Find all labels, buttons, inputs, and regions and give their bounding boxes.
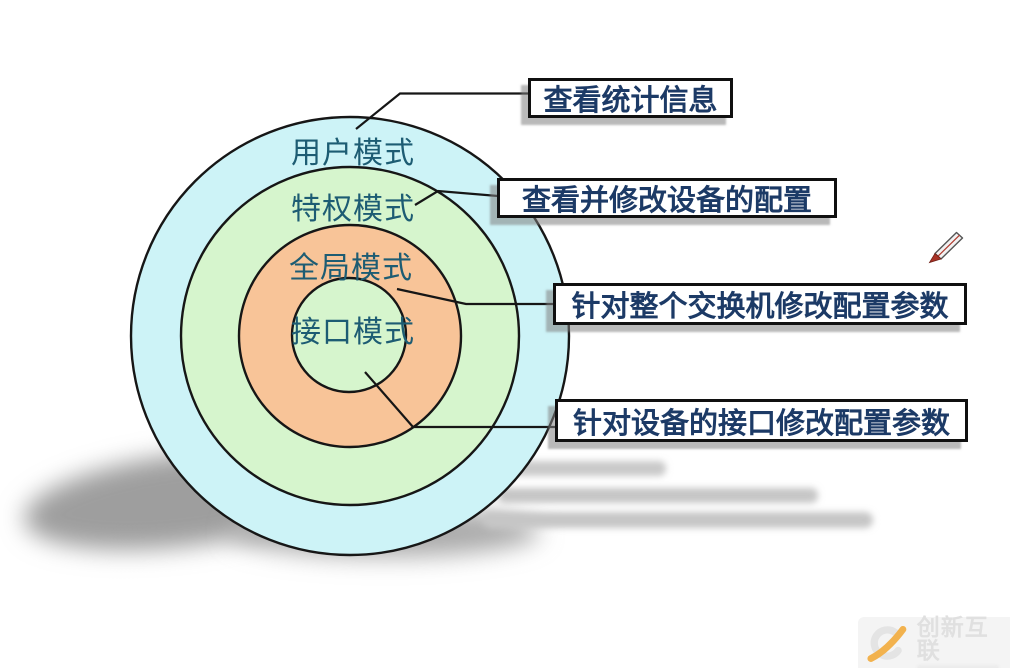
watermark-text: 创新互联	[916, 613, 989, 663]
callout-privileged-mode: 查看并修改设备的配置	[497, 178, 837, 218]
label-global-config-mode: 全局模式	[289, 252, 413, 285]
watermark-subtext	[916, 664, 999, 668]
floor-shadow-bar-3	[483, 512, 873, 528]
label-interface-config-mode: 接口模式	[291, 316, 415, 349]
pen-pointer-icon	[928, 231, 964, 264]
label-privileged-mode: 特权模式	[291, 193, 415, 226]
callout-global-config-mode: 针对整个交换机修改配置参数	[553, 283, 967, 325]
connector-line-user-mode	[355, 92, 529, 130]
watermark-badge: 创新互联	[858, 613, 1010, 668]
floor-shadow-bar-1	[511, 461, 666, 476]
label-user-mode: 用户模式	[291, 137, 415, 170]
connector-line-privileged-mode	[414, 189, 499, 206]
callout-interface-config-mode: 针对设备的接口修改配置参数	[555, 399, 968, 442]
connector-line-interface-config-mode	[364, 371, 556, 429]
cx-check-logo-icon	[867, 625, 907, 662]
floor-shadow-bar-2	[498, 488, 818, 503]
callout-user-mode: 查看统计信息	[528, 78, 733, 118]
ring-interface-config-mode	[290, 276, 408, 394]
connector-line-global-config-mode	[396, 287, 554, 306]
